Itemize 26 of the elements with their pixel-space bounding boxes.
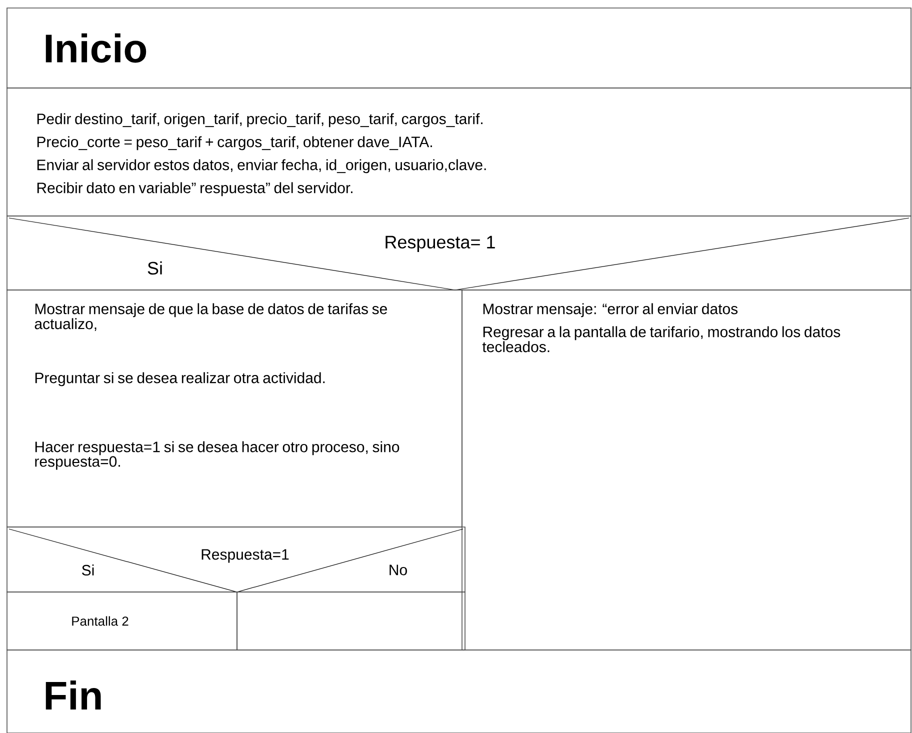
step-text: Pedir destino_tarif, origen_tarif, precio_tarif, peso_tarif, cargos_tarif. bbox=[37, 113, 482, 128]
process-box bbox=[462, 290, 912, 650]
step-text: Mostrar mensaje de que la base de datos de tarifas se actualizo, bbox=[34, 303, 387, 331]
decision-label: Si bbox=[148, 261, 162, 275]
step-text: Pantalla 2 bbox=[72, 616, 128, 626]
end-box bbox=[6, 650, 912, 733]
heading: Fin bbox=[46, 680, 101, 710]
decision-box bbox=[6, 216, 912, 290]
step-text: Precio_corte = peso_tarif + cargos_tarif, obtener dave_IATA. bbox=[37, 136, 432, 150]
process-box bbox=[6, 592, 238, 650]
decision-label: Respuesta= 1 bbox=[386, 236, 495, 252]
step-text: Preguntar si se desea realizar otra actividad. bbox=[35, 372, 325, 386]
decision-box bbox=[6, 526, 466, 592]
step-text: Hacer respuesta=1 si se desea hacer otro proceso, sino respuesta=0. bbox=[35, 441, 400, 470]
start-box bbox=[6, 8, 912, 88]
process-box bbox=[6, 290, 462, 528]
process-box bbox=[6, 88, 912, 216]
step-text: Mostrar mensaje: “error al enviar datos bbox=[483, 303, 738, 318]
step-text: Recibir dato en variable” respuesta” del servidor. bbox=[37, 182, 352, 196]
heading: Inicio bbox=[46, 33, 146, 63]
step-text: Regresar a la pantalla de tarifario, mostrando los datos tecleados. bbox=[482, 326, 840, 352]
empty-box bbox=[236, 592, 466, 650]
decision-label: Respuesta=1 bbox=[202, 549, 289, 563]
decision-label: No bbox=[390, 564, 407, 576]
decision-label: Si bbox=[82, 564, 94, 576]
step-text: Enviar al servidor estos datos, enviar fecha, id_origen, usuario,clave. bbox=[37, 159, 486, 174]
